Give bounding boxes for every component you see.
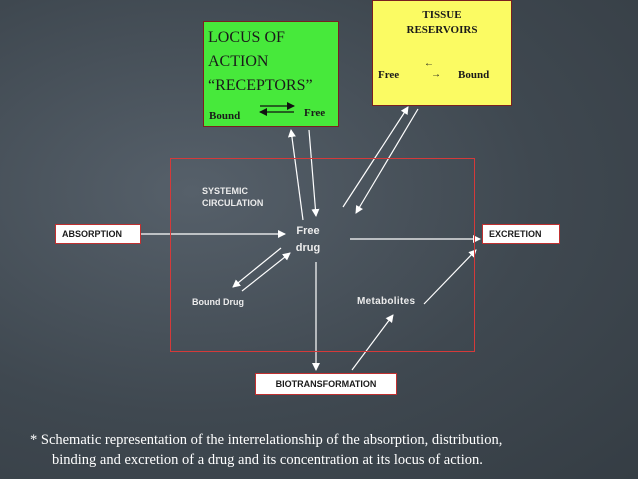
arrow-free-drug-to-bound-drug	[232, 247, 282, 288]
systemic-label-line-1: SYSTEMIC	[202, 186, 249, 196]
arrow-biotransformation-to-metabolites	[351, 314, 394, 371]
tissue-free-label: Free	[378, 69, 400, 81]
caption-line-2: binding and excretion of a drug and its …	[52, 452, 483, 468]
locus-of-action-box: LOCUS OF ACTION “RECEPTORS” Bound Free	[203, 21, 339, 127]
tissue-bound-label: Bound	[458, 69, 490, 81]
systemic-circulation-box	[170, 158, 475, 352]
systemic-circulation-label: SYSTEMIC CIRCULATION	[202, 185, 263, 209]
free-drug-line-1: Free	[296, 225, 320, 237]
arrow-metabolites-to-excretion	[423, 249, 477, 305]
caption-line-1: * Schematic representation of the interr…	[30, 432, 503, 448]
biotransformation-box: BIOTRANSFORMATION	[255, 373, 397, 395]
tissue-title-line-1: TISSUE	[422, 9, 462, 21]
free-drug-line-2: drug	[295, 242, 321, 254]
metabolites-label: Metabolites	[357, 296, 416, 307]
locus-title-line-3: “RECEPTORS”	[208, 77, 313, 94]
tissue-title-line-2: RESERVOIRS	[406, 24, 478, 36]
arrow-right-icon: →	[431, 69, 441, 80]
figure-caption: * Schematic representation of the interr…	[30, 430, 630, 470]
locus-free-label: Free	[304, 107, 326, 119]
free-drug-label: Free drug	[290, 223, 326, 257]
locus-title-line-2: ACTION	[208, 53, 269, 70]
systemic-label-line-2: CIRCULATION	[202, 198, 264, 208]
excretion-box: EXCRETION	[482, 224, 560, 244]
bound-drug-label: Bound Drug	[192, 297, 244, 307]
arrow-free-drug-to-locus	[287, 129, 304, 221]
locus-equilibrium-arrows	[259, 102, 295, 116]
arrow-free-drug-to-tissue	[342, 106, 409, 208]
arrow-tissue-to-free-drug	[355, 108, 419, 214]
arrow-left-icon: ←	[424, 58, 434, 69]
tissue-reservoirs-box: TISSUE RESERVOIRS Free ← → Bound	[372, 0, 512, 106]
locus-bound-label: Bound	[209, 110, 241, 122]
tissue-equilibrium-arrows: ← →	[424, 58, 441, 80]
locus-title-line-1: LOCUS OF	[208, 29, 285, 46]
arrow-bound-drug-to-free-drug	[241, 252, 291, 292]
absorption-box: ABSORPTION	[55, 224, 141, 244]
arrow-locus-to-free-drug	[308, 129, 320, 217]
